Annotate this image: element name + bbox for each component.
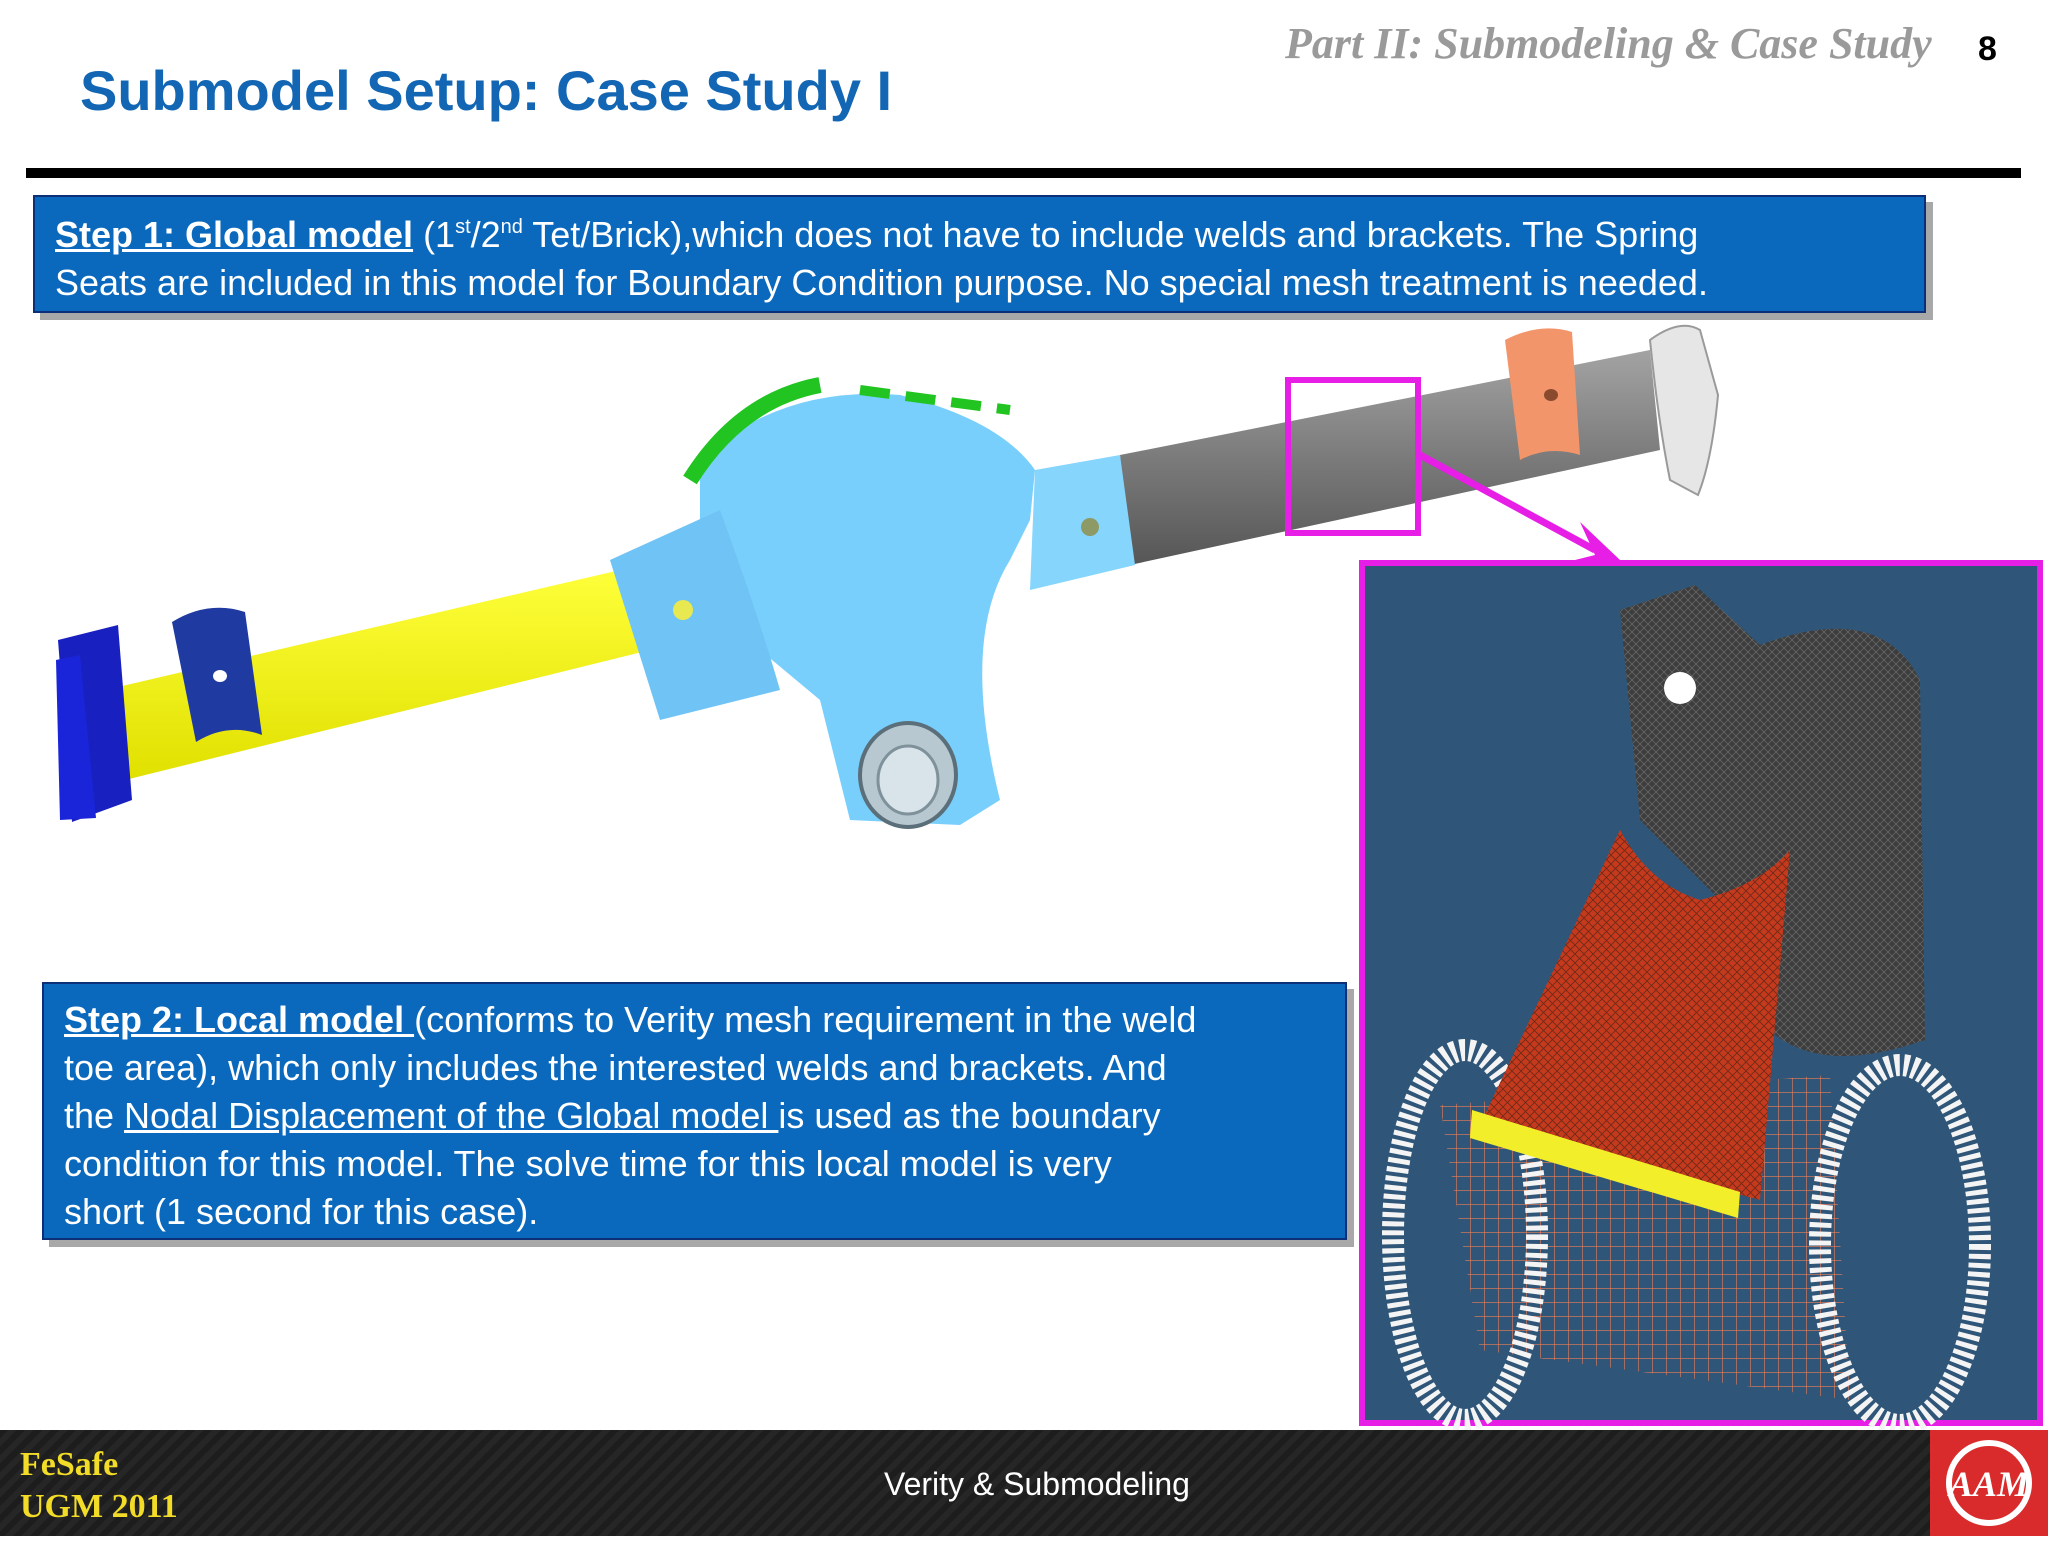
step1-sup-nd: nd xyxy=(500,216,523,238)
title-divider xyxy=(26,168,2021,178)
page-number: 8 xyxy=(1978,30,1997,68)
footer-caption: Verity & Submodeling xyxy=(884,1466,1190,1502)
step2-text-line2: toe area), which only includes the inter… xyxy=(64,1047,1167,1088)
left-axle-tube xyxy=(56,570,650,822)
step2-text-line3-post: is used as the boundary xyxy=(778,1095,1161,1136)
step2-underlined-phrase: Nodal Displacement of the Global model xyxy=(124,1095,779,1136)
callout-arrow xyxy=(1418,451,1597,554)
local-model-inset xyxy=(1359,560,2043,1436)
step1-sup-st: st xyxy=(455,216,471,238)
step1-text-slash: /2 xyxy=(470,214,501,255)
aam-logo-text: AAM xyxy=(1947,1464,2031,1504)
step1-text-line1: Tet/Brick),which does not have to includ… xyxy=(522,214,1699,255)
footer-bar: FeSafe UGM 2011 Verity & Submodeling AAM xyxy=(0,1430,2048,1536)
step1-text-open: (1 xyxy=(413,214,456,255)
slide-title: Submodel Setup: Case Study I xyxy=(80,59,893,122)
step1-box: Step 1: Global model (1st/2nd Tet/Brick)… xyxy=(33,195,1926,313)
section-header: Part II: Submodeling & Case Study xyxy=(1285,19,1932,68)
step1-text-line2: Seats are included in this model for Bou… xyxy=(55,262,1708,303)
step2-text-line5: short (1 second for this case). xyxy=(64,1191,539,1232)
step1-heading: Step 1: Global model xyxy=(55,214,414,255)
step2-text-line3-pre: the xyxy=(64,1095,125,1136)
footer-brand-line2: UGM 2011 xyxy=(20,1488,178,1525)
callout-box xyxy=(1285,377,1421,536)
aam-logo: AAM xyxy=(1930,1430,2048,1536)
step2-box: Step 2: Local model (conforms to Verity … xyxy=(42,982,1347,1240)
step2-heading: Step 2: Local model xyxy=(64,999,415,1040)
footer-brand-line1: FeSafe xyxy=(20,1446,119,1483)
right-axle-tube xyxy=(1120,324,1720,565)
step2-text-line4: condition for this model. The solve time… xyxy=(64,1143,1112,1184)
differential-housing xyxy=(610,377,1135,829)
footer-brand: FeSafe UGM 2011 xyxy=(20,1444,178,1528)
step2-text-line1: (conforms to Verity mesh requirement in … xyxy=(414,999,1197,1040)
